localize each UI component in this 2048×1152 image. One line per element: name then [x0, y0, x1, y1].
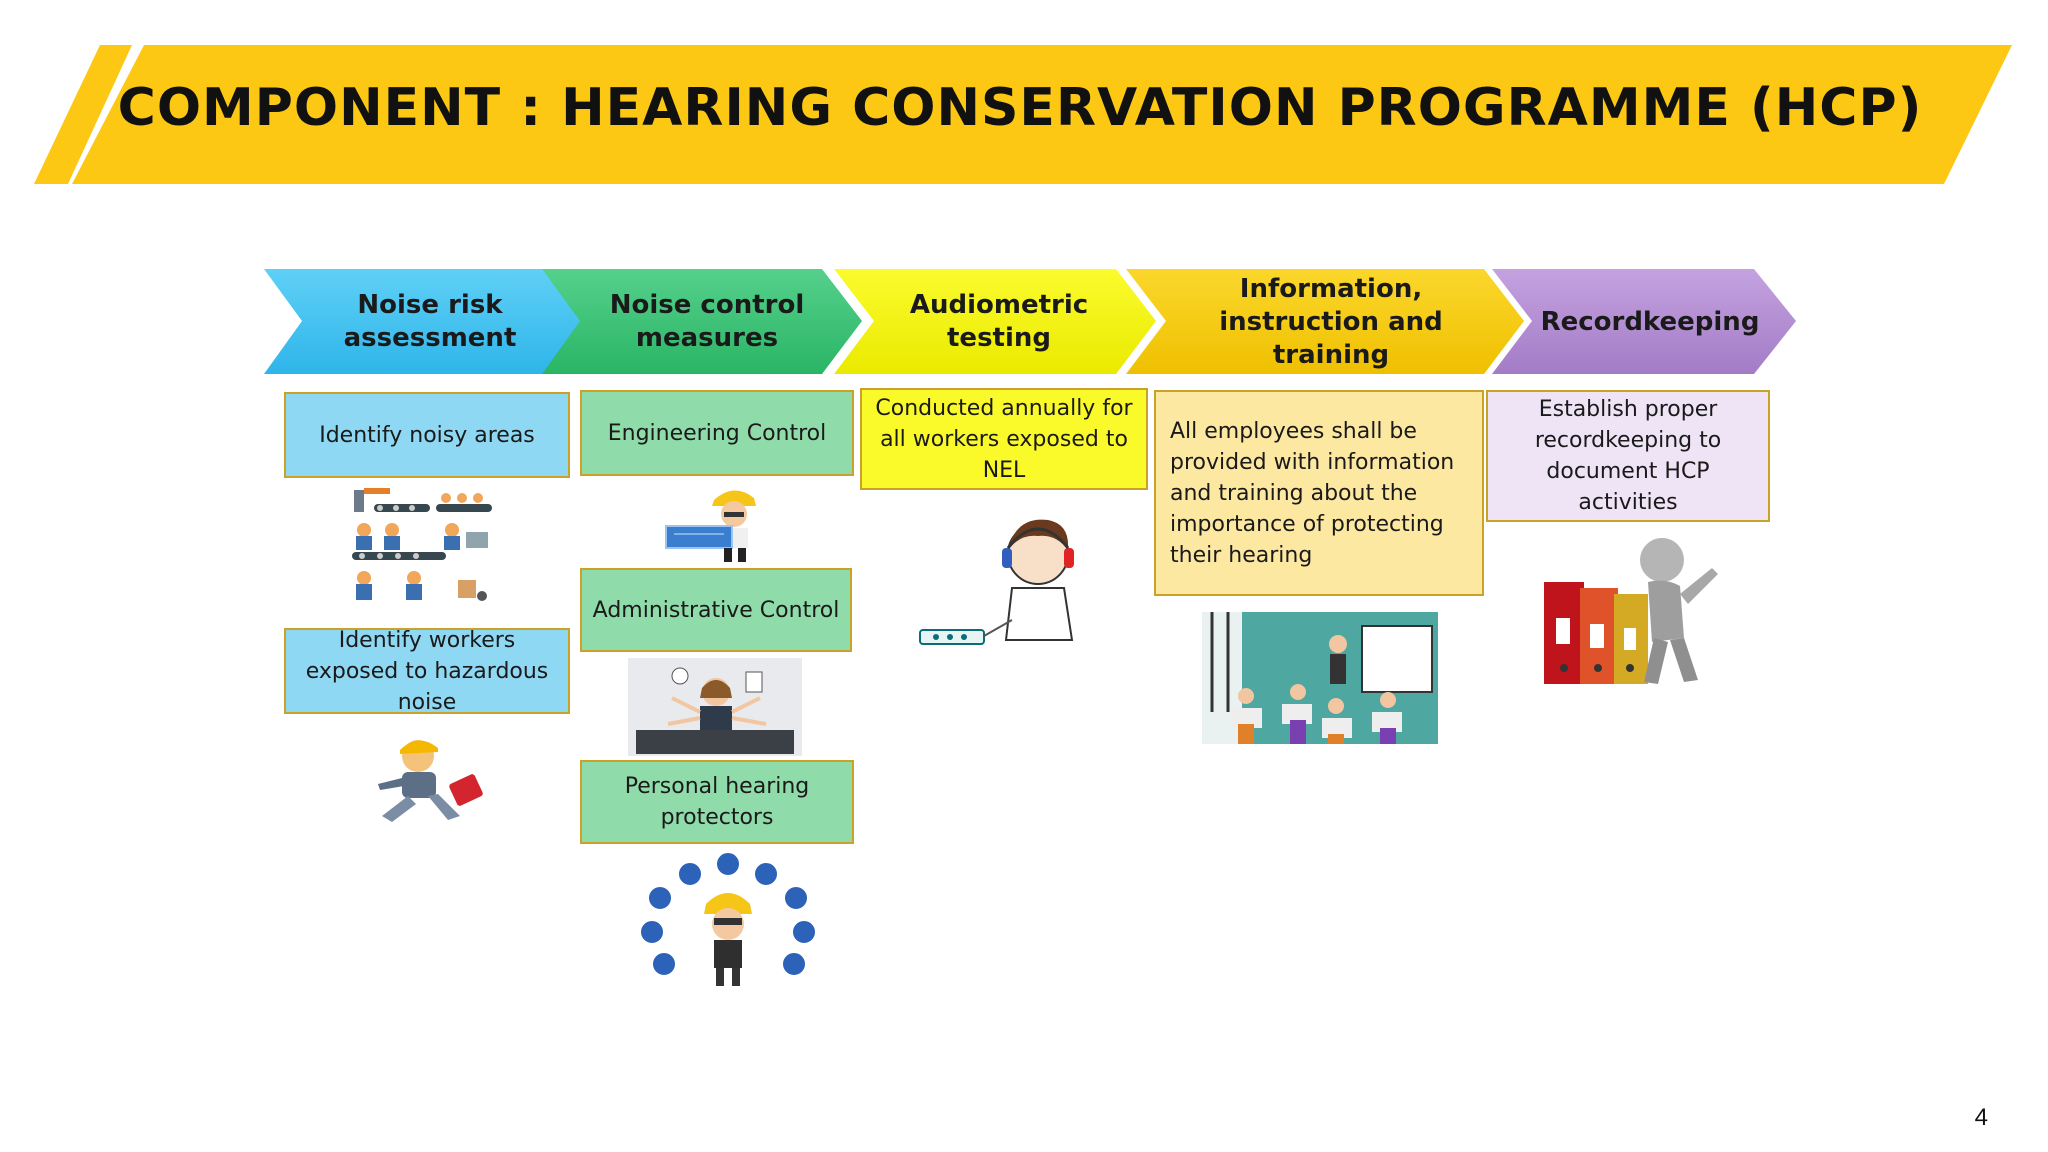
box-personal-hearing-protectors: Personal hearing protectors — [580, 760, 854, 844]
page-number: 4 — [1974, 1104, 1988, 1131]
engineer-with-blueprint-icon — [665, 490, 756, 562]
chevron-2 — [542, 269, 862, 374]
box-administrative-control: Administrative Control — [580, 568, 852, 652]
ppe-worker-icon — [639, 852, 817, 986]
title-banner — [34, 45, 2012, 184]
multitasking-office-worker-icon — [628, 658, 802, 756]
box-training-info: All employees shall be provided with inf… — [1154, 390, 1484, 596]
step-label-recordkeeping: Recordkeeping — [1540, 306, 1760, 337]
hearing-test-boy-icon — [919, 519, 1074, 645]
box-recordkeeping: Establish proper recordkeeping to docume… — [1486, 390, 1770, 522]
page-title: COMPONENT : HEARING CONSERVATION PROGRAM… — [117, 78, 1923, 138]
chevron-5 — [1492, 269, 1796, 374]
box-audiometric-annual: Conducted annually for all workers expos… — [860, 388, 1148, 490]
step-label-noise-control: Noise control measures — [609, 290, 805, 353]
factory-workers-icon — [352, 488, 492, 601]
running-worker-icon — [378, 740, 483, 822]
binders-figure-icon — [1544, 538, 1718, 684]
box-identify-workers: Identify workers exposed to hazardous no… — [284, 628, 570, 715]
chevron-4 — [1126, 269, 1524, 374]
box-identify-noisy-areas: Identify noisy areas — [284, 392, 570, 478]
step-label-audiometric: Audiometric testing — [909, 290, 1089, 353]
classroom-training-icon — [1202, 612, 1438, 744]
chevron-1 — [264, 269, 586, 374]
box-engineering-control: Engineering Control — [580, 390, 854, 476]
step-label-noise-risk: Noise risk assessment — [343, 290, 517, 353]
chevron-3 — [834, 269, 1156, 374]
step-label-information: Information, instruction and training — [1219, 273, 1443, 370]
